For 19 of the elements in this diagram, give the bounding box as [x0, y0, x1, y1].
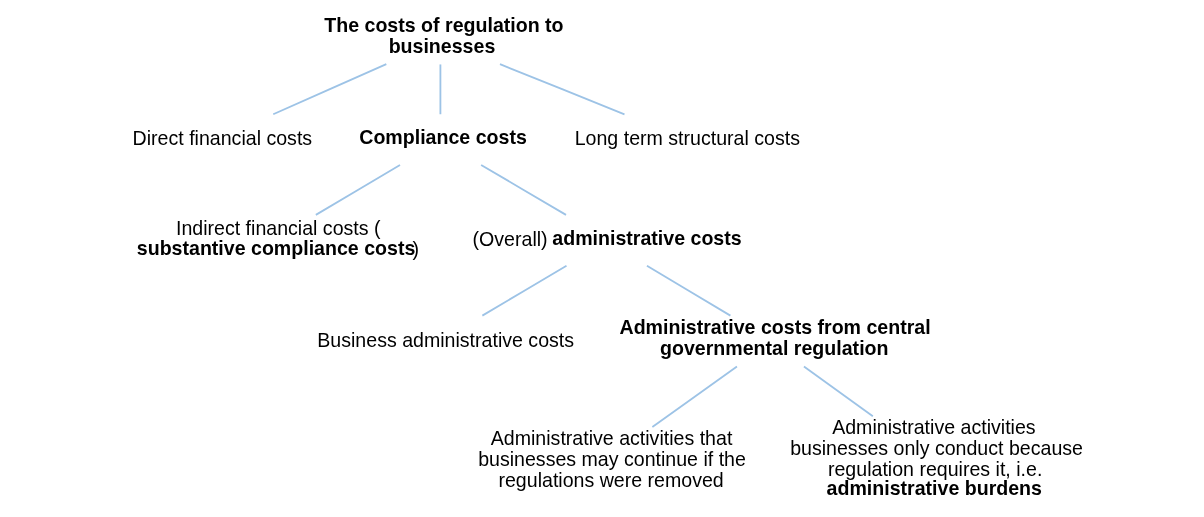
- connector: [314, 164, 401, 216]
- node-text: Direct financial costs: [132, 127, 313, 150]
- node-text: Administrative costs from central governmental regulation: [619, 316, 931, 360]
- connector: [480, 164, 567, 216]
- connector: [481, 264, 568, 317]
- connector: [646, 264, 732, 317]
- node-text: Compliance costs: [359, 126, 527, 149]
- node-text: (Overall) administrative costs: [472, 226, 742, 251]
- connector: [272, 63, 388, 116]
- node-text: The costs of regulation to businesses: [324, 14, 564, 58]
- node-text: Administrative activities that businesses may continue if the regulations were removed: [478, 426, 746, 491]
- connector: [803, 365, 874, 418]
- node-text: Indirect financial costs (substantive compliance costs): [136, 216, 419, 260]
- connector: [651, 365, 738, 428]
- connector: [499, 63, 626, 116]
- connector: [439, 63, 442, 116]
- node-text: Administrative activities businesses only conduct because regulation requires it, i.e. administrative burdens: [790, 415, 1083, 500]
- node-text: Long term structural costs: [574, 127, 800, 150]
- node-text: Business administrative costs: [317, 328, 575, 351]
